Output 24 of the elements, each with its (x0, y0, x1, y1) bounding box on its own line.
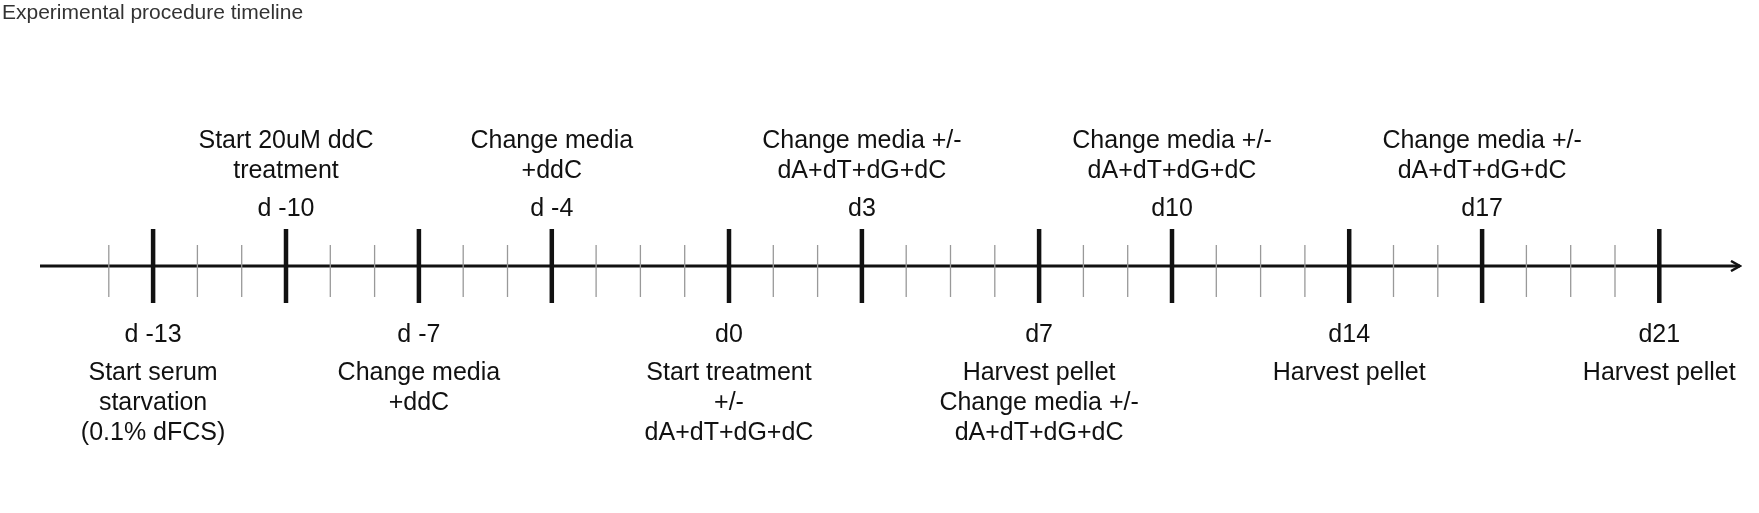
day-label: d0 (715, 318, 743, 348)
day-label: d3 (848, 192, 876, 222)
day-label: d10 (1151, 192, 1193, 222)
event-label: Change media +/- dA+dT+dG+dC (938, 386, 1140, 446)
event-label: Change media +ddC (469, 124, 635, 184)
day-label: d -13 (124, 318, 182, 348)
event-label: Change media +/- dA+dT+dG+dC (1071, 124, 1273, 184)
day-label: d -10 (257, 192, 315, 222)
day-label: d14 (1328, 318, 1371, 348)
event-label: Change media +/- dA+dT+dG+dC (761, 124, 963, 184)
event-label: Change media +ddC (336, 356, 502, 416)
event-label: Start treatment +/- dA+dT+dG+dC (643, 356, 815, 446)
day-label: d17 (1461, 192, 1503, 222)
day-label: d7 (1025, 318, 1053, 348)
day-label: d -7 (397, 318, 441, 348)
diagram-title: Experimental procedure timeline (2, 0, 304, 24)
day-label: d -4 (530, 192, 574, 222)
day-label: d21 (1638, 318, 1681, 348)
event-label: Change media +/- dA+dT+dG+dC (1381, 124, 1583, 184)
event-label: Harvest pellet (1582, 356, 1736, 386)
event-label: Start serum starvation (0.1% dFCS) (79, 356, 227, 446)
event-label: Harvest pellet (1272, 356, 1426, 386)
event-label: Start 20uM ddC treatment (197, 124, 375, 184)
event-label: Harvest pellet (962, 356, 1116, 386)
